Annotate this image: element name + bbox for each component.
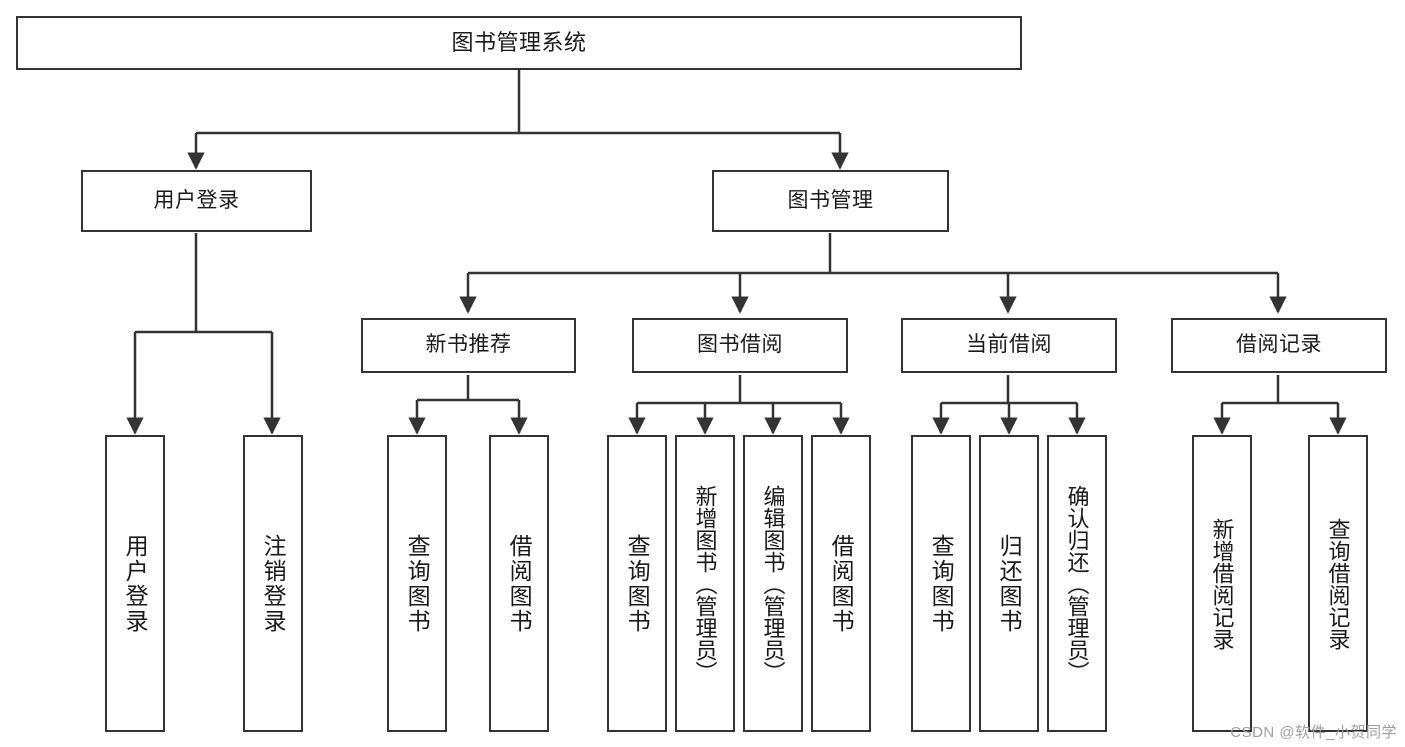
node-book-manage[interactable]: 图书管理 bbox=[712, 170, 949, 232]
node-leaf-borrow-book-2-label: 借阅图书 bbox=[828, 533, 855, 634]
node-leaf-return-book[interactable]: 归还图书 bbox=[979, 435, 1039, 732]
node-leaf-borrow-book-1[interactable]: 借阅图书 bbox=[489, 435, 549, 732]
node-leaf-confirm-return-label: 确认归还（管理员） bbox=[1064, 484, 1090, 683]
node-leaf-return-book-label: 归还图书 bbox=[996, 533, 1023, 634]
node-borrow-record[interactable]: 借阅记录 bbox=[1171, 318, 1387, 373]
node-leaf-add-book[interactable]: 新增图书（管理员） bbox=[675, 435, 735, 732]
node-leaf-edit-book-label: 编辑图书（管理员） bbox=[760, 484, 786, 683]
node-user-login[interactable]: 用户登录 bbox=[81, 170, 312, 232]
node-leaf-query-book-2-label: 查询图书 bbox=[624, 533, 651, 634]
node-book-borrow[interactable]: 图书借阅 bbox=[632, 318, 848, 373]
node-leaf-borrow-book-2[interactable]: 借阅图书 bbox=[811, 435, 871, 732]
node-leaf-query-record-label: 查询借阅记录 bbox=[1325, 517, 1351, 650]
node-current-borrow[interactable]: 当前借阅 bbox=[901, 318, 1117, 373]
node-new-book-rec[interactable]: 新书推荐 bbox=[361, 318, 576, 373]
node-user-login-label: 用户登录 bbox=[153, 188, 240, 212]
node-leaf-edit-book[interactable]: 编辑图书（管理员） bbox=[743, 435, 803, 732]
node-leaf-user-login-label: 用户登录 bbox=[122, 533, 149, 634]
node-leaf-query-book-2[interactable]: 查询图书 bbox=[607, 435, 667, 732]
node-leaf-logout-label: 注销登录 bbox=[260, 533, 287, 634]
node-leaf-query-book-1[interactable]: 查询图书 bbox=[387, 435, 447, 732]
node-root-label: 图书管理系统 bbox=[451, 30, 587, 56]
node-leaf-add-record[interactable]: 新增借阅记录 bbox=[1192, 435, 1252, 732]
node-book-manage-label: 图书管理 bbox=[787, 188, 874, 212]
node-leaf-user-login[interactable]: 用户登录 bbox=[105, 435, 165, 732]
node-leaf-confirm-return[interactable]: 确认归还（管理员） bbox=[1047, 435, 1107, 732]
node-leaf-query-book-3[interactable]: 查询图书 bbox=[911, 435, 971, 732]
node-leaf-borrow-book-1-label: 借阅图书 bbox=[506, 533, 533, 634]
node-leaf-add-book-label: 新增图书（管理员） bbox=[692, 484, 718, 683]
node-leaf-query-book-1-label: 查询图书 bbox=[404, 533, 431, 634]
node-leaf-query-record[interactable]: 查询借阅记录 bbox=[1308, 435, 1368, 732]
node-borrow-record-label: 借阅记录 bbox=[1236, 333, 1322, 357]
node-leaf-logout[interactable]: 注销登录 bbox=[243, 435, 303, 732]
node-leaf-query-book-3-label: 查询图书 bbox=[928, 533, 955, 634]
node-current-borrow-label: 当前借阅 bbox=[966, 333, 1052, 357]
node-book-borrow-label: 图书借阅 bbox=[697, 333, 783, 357]
node-new-book-rec-label: 新书推荐 bbox=[425, 333, 512, 357]
node-root[interactable]: 图书管理系统 bbox=[16, 16, 1022, 70]
node-leaf-add-record-label: 新增借阅记录 bbox=[1209, 517, 1235, 650]
watermark: CSDN @软件_小贺同学 bbox=[1230, 724, 1397, 741]
